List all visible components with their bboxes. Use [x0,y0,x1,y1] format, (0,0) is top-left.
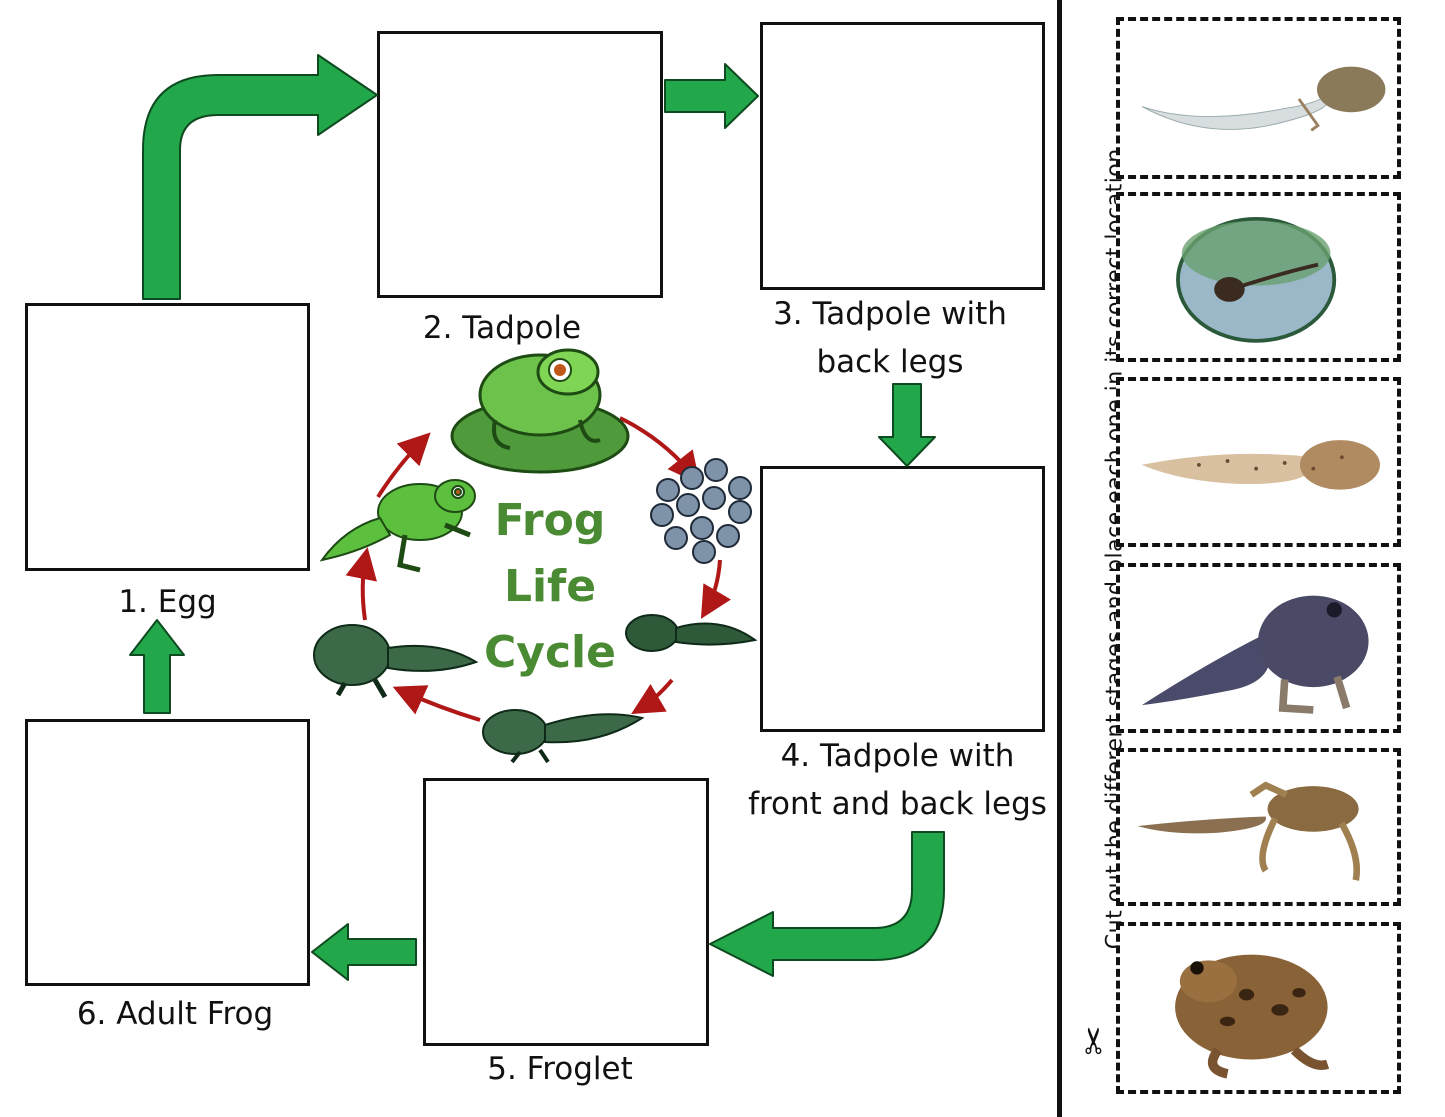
tadpole-front-back-legs-box[interactable] [760,466,1045,732]
tadpole-label: 2. Tadpole [422,310,582,346]
adult-frog-box[interactable] [25,719,310,986]
young-tadpole-photo-icon [1141,440,1380,490]
tadpole-back-legs-box[interactable] [760,22,1045,290]
egg-label: 1. Egg [118,584,217,620]
tadpole-front-back-legs-label-line1: 4. Tadpole with [780,738,1015,774]
card-adult-frog-photo[interactable] [1116,922,1401,1094]
arrow-egg-to-tadpole [142,54,378,300]
lily-pad-frog-icon [450,348,630,474]
adult-frog-photo-icon [1175,954,1330,1079]
cycle-title-line2: Life [503,561,597,612]
egg-box[interactable] [25,303,310,571]
arrow-back-legs-to-front-legs [878,383,936,467]
eggs-icon [650,458,752,564]
tadpole-box[interactable] [377,31,663,298]
tadpole-front-back-legs-label-line2: front and back legs [748,786,1047,823]
tadpole-back-legs-icon [482,709,645,764]
tadpole-front-back-legs-icon [313,624,479,699]
cycle-title-line3: Cycle [484,627,616,678]
card-tadpole-photo[interactable] [1116,17,1401,179]
arrow-tadpole-to-back-legs [664,63,759,129]
froglet-label: 5. Froglet [487,1051,633,1087]
cut-divider [1057,0,1062,1117]
life-cycle-illustration [313,348,758,764]
scissors-icon: ✂ [1074,1025,1116,1056]
card-tadpole-with-legs-photo[interactable] [1116,563,1401,733]
tadpole-front-back-legs-label: 4. Tadpole with front and back legs [740,732,1055,828]
arrow-front-legs-to-froglet [709,831,945,977]
cycle-title: Frog Life Cycle [470,488,630,686]
egg-with-tadpole-photo-icon [1176,216,1337,343]
tadpole-back-legs-label: 3. Tadpole with back legs [740,290,1040,386]
froglet-icon [319,479,476,573]
tadpole-back-legs-label-line1: 3. Tadpole with [773,296,1007,332]
adult-frog-label: 6. Adult Frog [76,996,274,1032]
card-egg-with-tadpole-photo[interactable] [1116,192,1401,362]
card-froglet-photo[interactable] [1116,748,1401,906]
arrow-froglet-to-adult [311,923,417,981]
flow-arrows [129,54,945,981]
tadpole-with-legs-photo-icon [1141,595,1369,714]
froglet-photo-icon [1137,781,1361,881]
tadpole-icon [625,614,758,652]
froglet-box[interactable] [423,778,709,1046]
cycle-title-line1: Frog [494,495,606,546]
arrow-adult-to-egg [129,619,185,714]
tadpole-back-legs-label-line2: back legs [816,344,964,381]
card-young-tadpole-photo[interactable] [1116,377,1401,547]
tadpole-photo-icon [1141,66,1386,132]
